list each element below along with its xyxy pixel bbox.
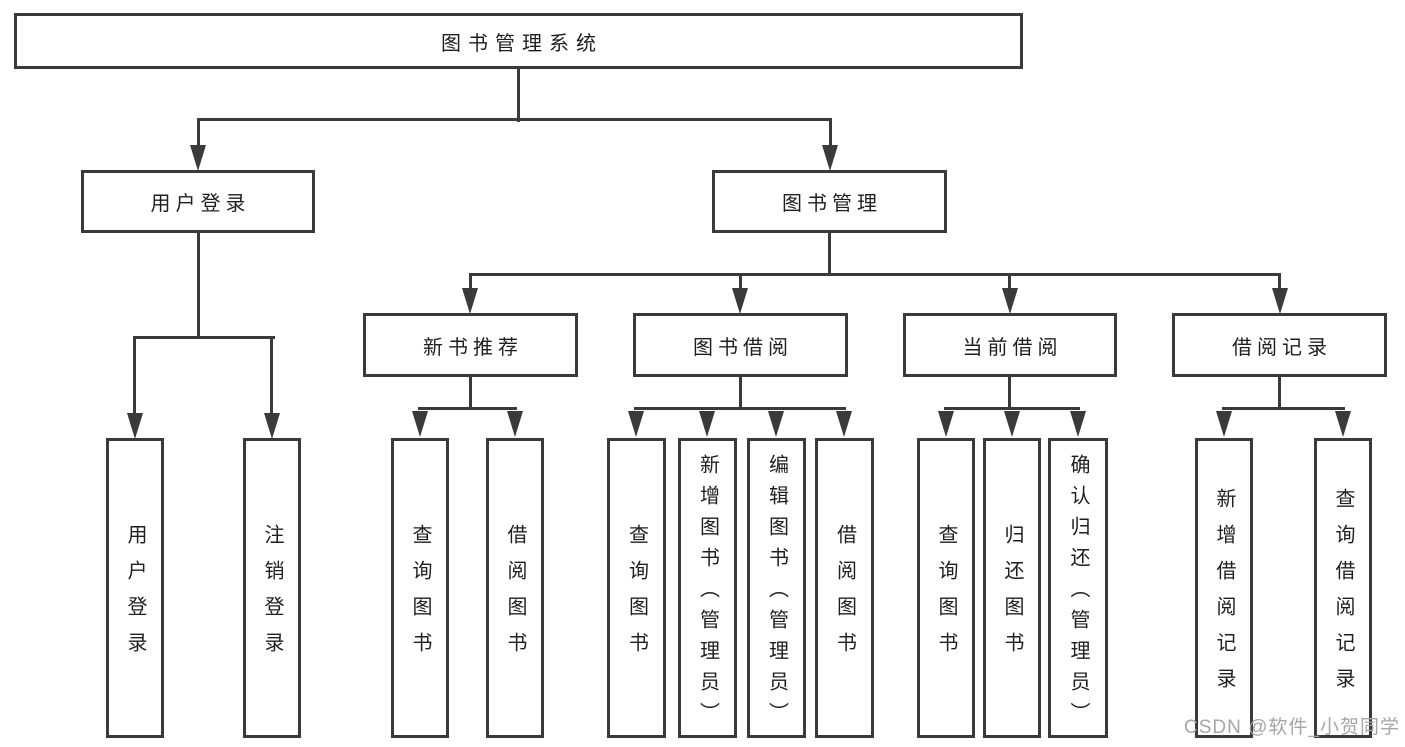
connector-line: [1008, 276, 1011, 290]
leaf-query-books-recommend: 查询图书: [391, 438, 449, 738]
connector-line: [469, 377, 472, 410]
leaf-confirm-return-admin: 确认归还（管理员）: [1048, 438, 1108, 738]
leaf-label: 用户登录: [124, 524, 146, 668]
leaf-query-books-current: 查询图书: [917, 438, 975, 738]
leaf-user-login: 用户登录: [106, 438, 164, 738]
leaf-label: 查询图书: [409, 524, 431, 668]
arrow-down-icon: [836, 411, 852, 437]
connector-line: [418, 407, 517, 410]
connector-line: [133, 336, 275, 339]
arrow-down-icon: [462, 288, 478, 314]
leaf-query-books-borrowing: 查询图书: [607, 438, 666, 738]
node-book-borrowing: 图书借阅: [633, 313, 848, 377]
node-borrowing-records: 借阅记录: [1172, 313, 1387, 377]
connector-line: [469, 276, 472, 290]
connector-line: [944, 407, 1080, 410]
connector-line: [517, 69, 520, 122]
leaf-label: 新增借阅记录: [1213, 488, 1235, 704]
connector-line: [739, 377, 742, 410]
leaf-label: 借阅图书: [833, 524, 856, 668]
leaf-label: 新增图书（管理员）: [696, 454, 719, 733]
arrow-down-icon: [412, 411, 428, 437]
leaf-label: 归还图书: [1001, 524, 1023, 668]
arrow-down-icon: [1272, 288, 1288, 314]
leaf-label: 查询借阅记录: [1332, 488, 1354, 704]
connector-line: [828, 233, 831, 276]
connector-line: [829, 121, 832, 146]
node-current-borrowing: 当前借阅: [903, 313, 1117, 377]
connector-line: [634, 407, 846, 410]
arrow-down-icon: [127, 413, 143, 439]
arrow-down-icon: [1004, 411, 1020, 437]
csdn-watermark: CSDN @软件_小贺同学: [1184, 717, 1400, 738]
leaf-borrow-books-borrowing: 借阅图书: [815, 438, 874, 738]
arrow-down-icon: [732, 288, 748, 314]
leaf-logout: 注销登录: [243, 438, 301, 738]
arrow-down-icon: [507, 411, 523, 437]
leaf-label: 查询图书: [935, 524, 957, 668]
leaf-edit-books-admin: 编辑图书（管理员）: [747, 438, 806, 738]
arrow-down-icon: [768, 411, 784, 437]
connector-line: [197, 121, 200, 146]
node-book-management: 图书管理: [712, 170, 947, 233]
arrow-down-icon: [938, 411, 954, 437]
node-user-login: 用户登录: [81, 170, 315, 233]
connector-line: [469, 273, 1281, 276]
arrow-down-icon: [1216, 411, 1232, 437]
leaf-borrow-books-recommend: 借阅图书: [486, 438, 544, 738]
arrow-down-icon: [628, 411, 644, 437]
leaf-label: 编辑图书（管理员）: [765, 454, 788, 733]
connector-line: [197, 233, 200, 339]
connector-line: [1278, 276, 1281, 290]
arrow-down-icon: [1070, 411, 1086, 437]
connector-line: [1008, 377, 1011, 410]
leaf-return-books: 归还图书: [983, 438, 1041, 738]
leaf-add-borrow-record: 新增借阅记录: [1195, 438, 1253, 738]
connector-line: [133, 339, 136, 415]
arrow-down-icon: [190, 145, 206, 171]
connector-line: [739, 276, 742, 290]
node-library-system: 图书管理系统: [14, 13, 1023, 69]
connector-line: [270, 339, 273, 415]
leaf-label: 查询图书: [625, 524, 648, 668]
leaf-query-borrow-record: 查询借阅记录: [1314, 438, 1372, 738]
leaf-add-books-admin: 新增图书（管理员）: [678, 438, 737, 738]
arrow-down-icon: [264, 413, 280, 439]
connector-line: [1222, 407, 1345, 410]
arrow-down-icon: [699, 411, 715, 437]
leaf-label: 注销登录: [261, 524, 283, 668]
leaf-label: 确认归还（管理员）: [1067, 454, 1089, 733]
connector-line: [1278, 377, 1281, 410]
leaf-label: 借阅图书: [504, 524, 526, 668]
arrow-down-icon: [822, 145, 838, 171]
arrow-down-icon: [1335, 411, 1351, 437]
arrow-down-icon: [1002, 288, 1018, 314]
node-new-book-recommend: 新书推荐: [363, 313, 578, 377]
connector-line: [197, 118, 832, 121]
